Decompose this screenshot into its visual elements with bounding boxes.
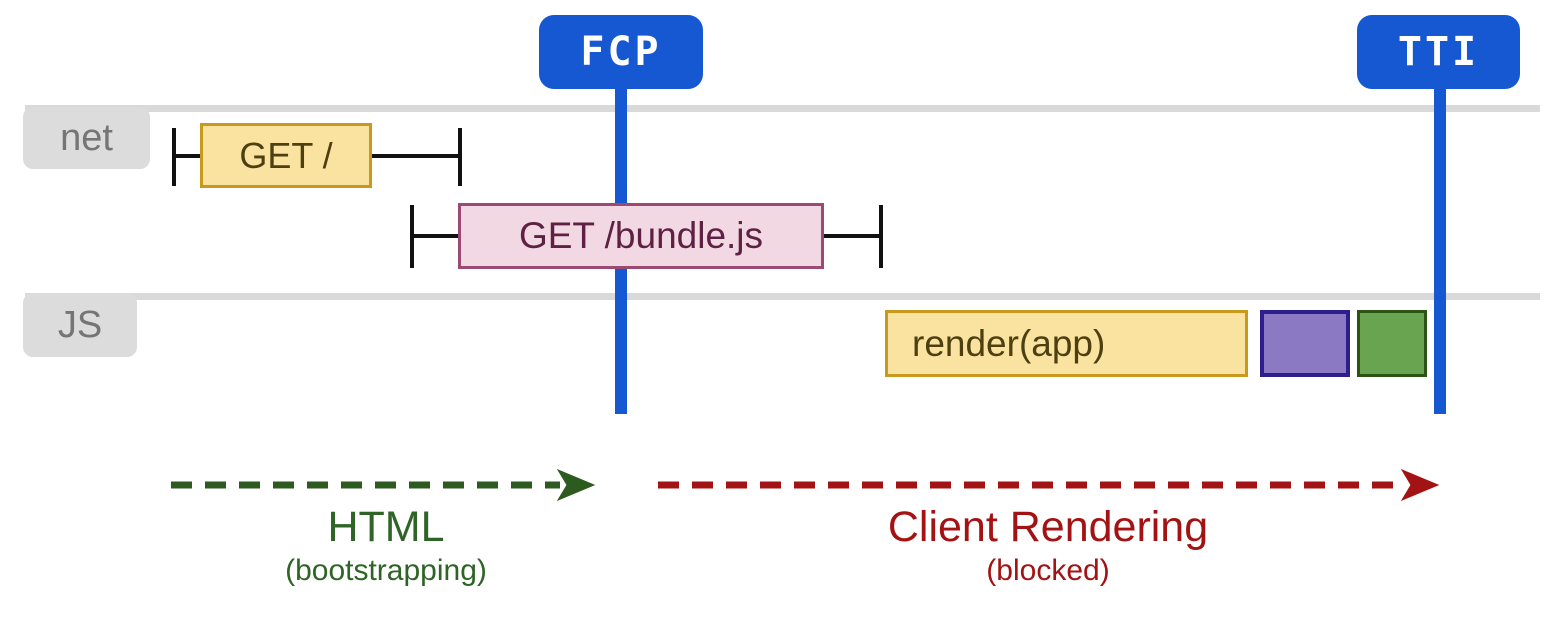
bracket-tick-left-get-bundle <box>410 205 414 268</box>
phase-caption-html: HTML (bootstrapping) <box>170 502 602 590</box>
lane-label-net: net <box>23 107 150 169</box>
tti-marker-line <box>1434 88 1446 414</box>
bracket-tick-left-get-root <box>172 128 176 186</box>
event-box-get-root: GET / <box>200 123 372 188</box>
fcp-badge: FCP <box>539 15 703 89</box>
bracket-tick-right-get-bundle <box>879 205 883 268</box>
net-lane-line <box>25 105 1540 112</box>
task-box-render-app: render(app) <box>885 310 1248 377</box>
phase-sublabel-client-rendering: (blocked) <box>986 554 1110 587</box>
js-lane-line <box>25 293 1540 300</box>
bracket-connector-left-get-bundle <box>414 234 458 238</box>
task-box-purple <box>1260 310 1350 377</box>
lane-label-js: JS <box>23 293 137 357</box>
phase-label-client-rendering: Client Rendering <box>887 503 1209 551</box>
phase-sublabel-html: (bootstrapping) <box>285 554 487 587</box>
phase-caption-client-rendering: Client Rendering (blocked) <box>658 502 1438 590</box>
bracket-connector-right-get-bundle <box>824 234 879 238</box>
bracket-connector-right-get-root <box>372 154 458 158</box>
phase-arrows <box>171 468 1440 502</box>
task-box-green <box>1357 310 1427 377</box>
bracket-connector-left-get-root <box>176 154 200 158</box>
phase-label-html: HTML <box>327 503 445 551</box>
bracket-tick-right-get-root <box>458 128 462 186</box>
event-box-get-bundle: GET /bundle.js <box>458 203 824 269</box>
tti-badge: TTI <box>1357 15 1520 89</box>
